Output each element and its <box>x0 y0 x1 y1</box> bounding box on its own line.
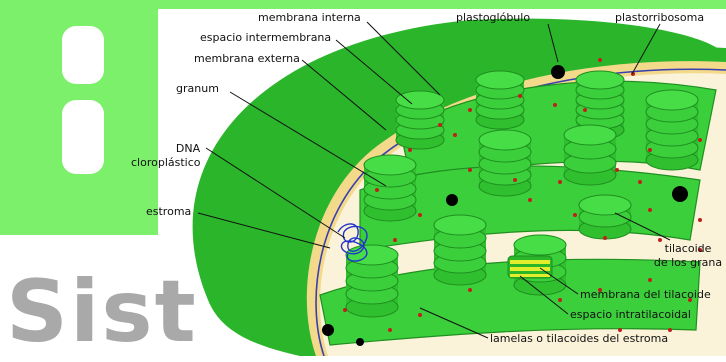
label-membrana-interna: membrana interna <box>258 12 361 24</box>
granum-9 <box>346 245 398 317</box>
granum-7 <box>564 125 616 185</box>
granum-8 <box>434 215 486 285</box>
label-lamelas: lamelas o tilacoides del estroma <box>490 333 668 345</box>
granum-2 <box>476 71 524 129</box>
label-granum: granum <box>176 83 219 95</box>
granum-4 <box>646 90 698 170</box>
granum-6 <box>479 130 531 196</box>
label-membrana-tilacoide: membrana del tilacoide <box>580 289 711 301</box>
label-tilacoide-line1: tilacoide <box>656 243 720 255</box>
label-plastoglobulo: plastoglóbulo <box>456 12 530 24</box>
watermark-text: Sist <box>6 262 198 362</box>
label-estroma: estroma <box>146 206 191 218</box>
label-espacio-intermembrana: espacio intermembrana <box>200 32 331 44</box>
label-plastorribosoma: plastorribosoma <box>615 12 704 24</box>
label-espacio-intratilacoidal: espacio intratilacoidal <box>570 309 691 321</box>
granum-5 <box>364 155 416 221</box>
label-membrana-externa: membrana externa <box>194 53 300 65</box>
watermark-letters <box>62 26 104 174</box>
label-dna-line1: DNA <box>160 143 216 155</box>
label-dna-line2: cloroplástico <box>131 157 201 169</box>
granum-1 <box>396 91 444 149</box>
thylakoid-lumen-band <box>508 256 552 278</box>
label-tilacoide-line2: de los grana <box>650 257 726 269</box>
